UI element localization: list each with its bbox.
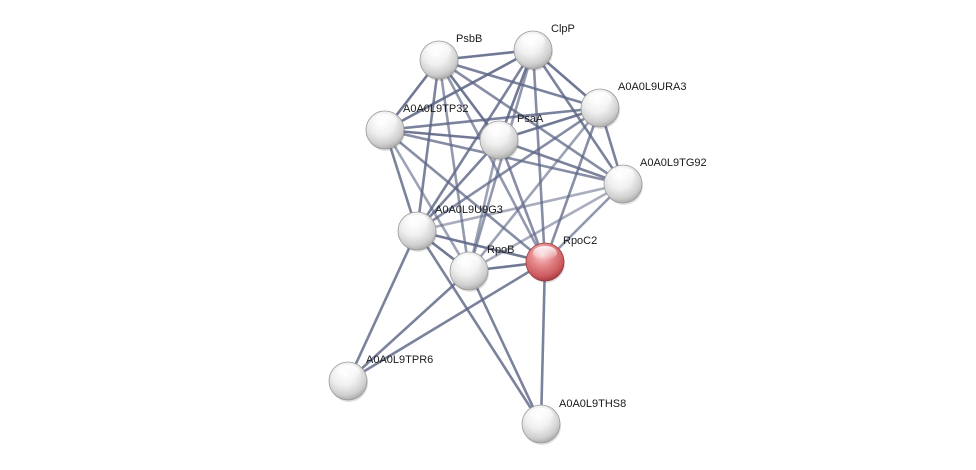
node-label-A0A0L9URA3: A0A0L9URA3 [618,81,687,93]
node-A0A0L9TP32[interactable]: A0A0L9TP32 [365,103,468,151]
edge-PsbB-RpoC2[interactable] [437,58,547,264]
edge-ClpP-A0A0L9U9G3[interactable] [415,48,535,233]
edge-ClpP-RpoC2[interactable] [531,48,547,264]
node-highlight [521,34,545,48]
edge-A0A0L9TP32-RpoC2[interactable] [383,128,547,264]
node-label-A0A0L9TG92: A0A0L9TG92 [640,157,707,169]
edge-A0A0L9U9G3-A0A0L9THS8[interactable] [415,229,543,426]
node-A0A0L9URA3[interactable]: A0A0L9URA3 [580,81,687,129]
edge-PsaA-RpoC2[interactable] [497,138,547,264]
node-A0A0L9TPR6[interactable]: A0A0L9TPR6 [328,354,433,402]
node-A0A0L9TG92[interactable]: A0A0L9TG92 [603,157,707,205]
edge-A0A0L9URA3-RpoB[interactable] [467,106,602,273]
node-label-PsaA: PsaA [517,113,544,125]
edge-A0A0L9TG92-A0A0L9U9G3[interactable] [415,182,625,233]
node-highlight [427,44,451,58]
edge-PsbB-A0A0L9TG92[interactable] [437,58,625,186]
edge-PsbB-RpoB[interactable] [437,58,471,273]
edge-ClpP-RpoB[interactable] [467,48,535,273]
edge-PsaA-RpoB[interactable] [467,138,501,273]
edge-ClpP-A0A0L9TG92[interactable] [531,48,625,186]
edge-A0A0L9TP32-RpoB[interactable] [383,128,471,273]
edge-RpoC2-A0A0L9THS8[interactable] [539,260,547,426]
node-highlight [533,246,557,260]
edge-RpoB-A0A0L9THS8[interactable] [467,269,543,426]
node-label-A0A0L9TPR6: A0A0L9TPR6 [366,354,433,366]
node-label-A0A0L9TP32: A0A0L9TP32 [403,103,468,115]
node-label-RpoC2: RpoC2 [563,235,597,247]
node-highlight [588,92,612,106]
edge-A0A0L9URA3-A0A0L9TP32[interactable] [383,106,602,132]
edge-A0A0L9URA3-A0A0L9U9G3[interactable] [415,106,602,233]
edge-A0A0L9URA3-RpoC2[interactable] [543,106,602,264]
edge-PsbB-A0A0L9U9G3[interactable] [415,58,441,233]
edge-A0A0L9U9G3-A0A0L9TPR6[interactable] [346,229,419,383]
node-label-A0A0L9U9G3: A0A0L9U9G3 [435,204,503,216]
node-highlight [487,124,511,138]
node-highlight [457,255,481,269]
node-ClpP[interactable]: ClpP [513,23,575,71]
edge-RpoC2-A0A0L9TPR6[interactable] [346,260,547,383]
node-highlight [405,215,429,229]
node-label-A0A0L9THS8: A0A0L9THS8 [559,398,626,410]
edge-PsaA-A0A0L9U9G3[interactable] [415,138,501,233]
edge-RpoB-A0A0L9TPR6[interactable] [346,269,471,383]
node-PsaA[interactable]: PsaA [479,113,544,161]
node-highlight [529,408,553,422]
node-A0A0L9U9G3[interactable]: A0A0L9U9G3 [397,204,503,252]
node-label-PsbB: PsbB [456,33,482,45]
node-label-RpoB: RpoB [487,244,515,256]
node-highlight [336,365,360,379]
edge-PsaA-A0A0L9TG92[interactable] [497,138,625,186]
edge-A0A0L9U9G3-RpoC2[interactable] [415,229,547,264]
node-RpoC2[interactable]: RpoC2 [525,235,597,283]
node-highlight [611,168,635,182]
node-A0A0L9THS8[interactable]: A0A0L9THS8 [521,398,626,445]
node-highlight [373,114,397,128]
node-PsbB[interactable]: PsbB [419,33,482,81]
node-RpoB[interactable]: RpoB [449,244,515,292]
edge-ClpP-A0A0L9TP32[interactable] [383,48,535,132]
node-label-ClpP: ClpP [551,23,575,35]
edge-A0A0L9TG92-RpoB[interactable] [467,182,625,273]
